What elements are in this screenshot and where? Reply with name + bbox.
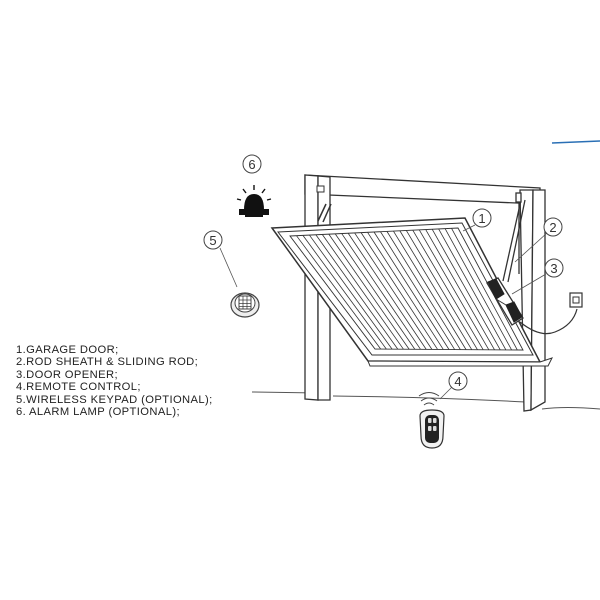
ground-lines: [251, 391, 600, 410]
door-slat: [347, 233, 427, 350]
svg-text:4: 4: [454, 374, 461, 389]
door-slat: [412, 229, 484, 350]
callout-4: 4: [448, 371, 468, 391]
door-slat: [367, 232, 444, 350]
callout-3: 3: [544, 258, 564, 278]
wireless-keypad-icon: [230, 292, 260, 318]
door-slat: [334, 233, 416, 350]
door-slat: [393, 230, 467, 350]
door-slat: [418, 229, 490, 350]
door-slat: [386, 231, 461, 350]
callout-leaders: [219, 224, 548, 400]
accent-line: [551, 140, 600, 144]
wall-socket-icon: [569, 292, 583, 308]
door-slat: [438, 228, 507, 351]
door-slats: [296, 228, 518, 351]
remote-control-icon: [418, 392, 445, 449]
door-slat: [373, 231, 450, 350]
door-slat: [431, 229, 501, 351]
alarm-lamp-icon: [236, 185, 272, 217]
callout-1: 1: [472, 208, 492, 228]
garage-door: [270, 217, 553, 367]
door-slat: [328, 233, 410, 350]
door-slat: [399, 230, 473, 350]
legend-item-door-opener: 3.DOOR OPENER;: [16, 368, 118, 381]
door-slat: [354, 232, 433, 350]
legend-item-wireless-keypad: 5.WIRELESS KEYPAD (OPTIONAL);: [16, 393, 213, 406]
door-slat: [405, 230, 478, 350]
door-slat: [425, 229, 495, 351]
callout-6: 6: [242, 154, 262, 174]
door-slat: [302, 235, 387, 350]
legend-item-remote-control: 4.REMOTE CONTROL;: [16, 381, 141, 394]
legend-item-garage-door: 1.GARAGE DOOR;: [16, 344, 119, 356]
power-cable: [519, 308, 578, 335]
door-slat: [309, 234, 393, 350]
callout-2: 2: [543, 217, 563, 237]
svg-text:5: 5: [209, 233, 216, 248]
door-slat: [321, 234, 404, 350]
door-slat: [380, 231, 456, 350]
door-opener-icon: [486, 277, 524, 326]
callout-5: 5: [203, 230, 223, 250]
door-slat: [296, 235, 382, 350]
door-slat: [315, 234, 399, 350]
rod-sheath-sliding-rod: [502, 192, 526, 283]
legend-item-alarm-lamp: 6. ALARM LAMP (OPTIONAL);: [16, 406, 180, 419]
svg-text:1: 1: [478, 211, 485, 226]
svg-text:3: 3: [550, 261, 557, 276]
header-bracket: [316, 185, 325, 193]
door-slat: [451, 228, 518, 351]
legend-list: 1.GARAGE DOOR; 2.ROD SHEATH & SLIDING RO…: [16, 344, 213, 418]
legend-item-rod-sheath: 2.ROD SHEATH & SLIDING ROD;: [16, 356, 199, 369]
svg-text:2: 2: [549, 220, 556, 235]
door-slat: [360, 232, 438, 350]
door-arm: [317, 203, 327, 222]
door-slat: [341, 233, 421, 350]
door-slat: [444, 228, 512, 351]
door-arm-2: [322, 203, 332, 223]
svg-text:6: 6: [248, 157, 255, 172]
